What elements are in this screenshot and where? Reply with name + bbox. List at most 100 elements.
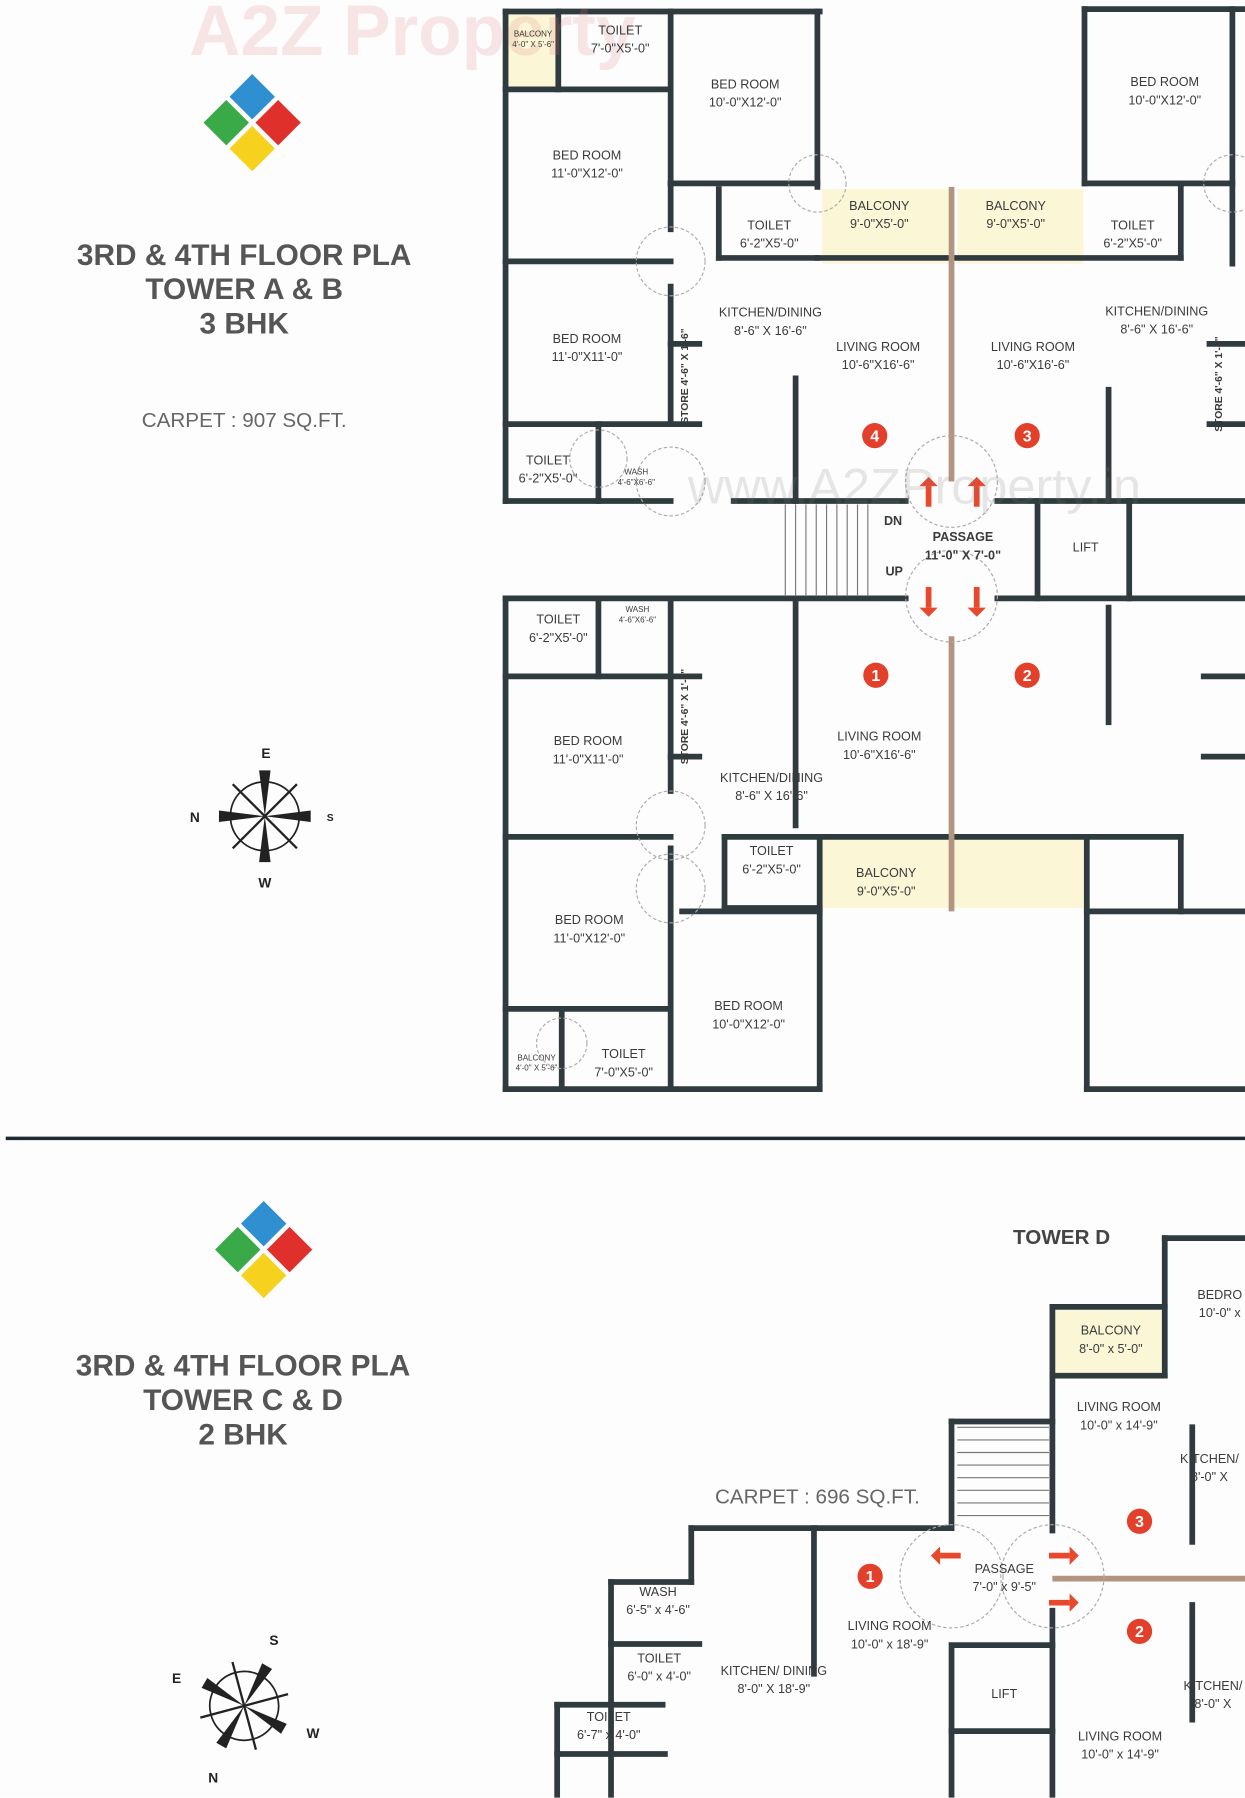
room-size: 10'-0"X12'-0" <box>708 96 782 111</box>
room-name: BED ROOM <box>1130 75 1200 90</box>
room-size: 4'-0" X 5'-6" <box>515 1065 558 1074</box>
room-size: 6'-2"X5'-0" <box>742 863 801 878</box>
room-size: 8'-6" X 16'-6" <box>735 789 808 804</box>
room-size: 4'-0" X 5'-6" <box>512 41 554 50</box>
room-label: LIFT <box>1073 539 1099 557</box>
watermark-url: www.A2ZProperty.in <box>687 458 1142 515</box>
compass-ring <box>208 1670 280 1742</box>
room-size: 8'-6" X 16'-6" <box>734 324 807 339</box>
compass-point <box>218 810 265 822</box>
room-name: PASSAGE <box>932 530 994 545</box>
room-size: 11'-0"X12'-0" <box>551 167 623 182</box>
door-swing <box>788 154 847 213</box>
carpet-area-cd: CARPET : 696 SQ.FT. <box>714 1485 920 1509</box>
compass-point <box>200 1704 245 1719</box>
title-line: TOWER A & B <box>145 271 343 307</box>
room-name: KITCHEN/DINING <box>1105 304 1209 319</box>
room-label: BALCONY 9'-0"X5'-0" <box>849 197 909 234</box>
store-label: STORE 4'-6" X 1'-6" <box>1212 336 1225 432</box>
room-name: PASSAGE <box>974 1562 1034 1577</box>
plan-title-ab: 3RD & 4TH FLOOR PLA TOWER A & B 3 BHK <box>77 237 412 340</box>
entry-arrow-head <box>919 607 938 617</box>
brand-logo <box>215 1200 313 1299</box>
room-size: 10'-0" x <box>1198 1306 1241 1321</box>
door-swing <box>899 1524 1004 1629</box>
watermark-logo: A2Z Property <box>189 0 636 72</box>
room-size: 8'-0" X 18'-9" <box>737 1682 811 1697</box>
unit-number-badge: 4 <box>862 423 888 449</box>
room-size: 4'-6"X6'-6" <box>618 616 657 625</box>
title-line: 3 BHK <box>199 306 289 341</box>
room-name: BALCONY <box>985 199 1046 214</box>
room-name: WASH <box>639 1585 677 1600</box>
room-name: LIVING ROOM <box>1078 1729 1163 1744</box>
entry-arrow-head <box>1069 1546 1079 1565</box>
room-name: LIFT <box>991 1687 1018 1702</box>
compass-rose <box>218 770 311 863</box>
door-swing <box>635 226 706 297</box>
compass-w: W <box>258 874 272 891</box>
compass-point <box>231 815 266 850</box>
room-name: LIVING ROOM <box>837 730 922 745</box>
room-size: 8'-0" x 5'-0" <box>1079 1342 1143 1357</box>
door-swing <box>635 446 706 517</box>
room-name: BED ROOM <box>710 77 780 92</box>
room-size: 10'-0" x 18'-9" <box>850 1638 929 1652</box>
room-name: BALCONY <box>513 30 553 39</box>
room-label: KITCHEN/8'-0" X <box>1183 1677 1242 1714</box>
room-name: LIVING ROOM <box>847 1619 932 1634</box>
carpet-area-ab: CARPET : 907 SQ.FT. <box>141 408 347 432</box>
room-label: KITCHEN/8'-0" X <box>1180 1450 1239 1487</box>
title-line: 3RD & 4TH FLOOR PLA <box>76 237 412 272</box>
room-name: BED ROOM <box>554 913 624 928</box>
room-size: 10'-0" x 14'-9" <box>1081 1748 1159 1763</box>
door-swing <box>1203 154 1245 213</box>
room-size: 4'-6"X6'-6" <box>617 479 655 488</box>
entry-arrow-head <box>1069 1593 1079 1612</box>
compass-point <box>231 783 266 818</box>
room-name: LIVING ROOM <box>1076 1400 1161 1415</box>
compass-point <box>264 810 311 822</box>
title-line: TOWER C & D <box>143 1382 343 1417</box>
room-name: TOILET <box>749 844 794 859</box>
room-name: KITCHEN/ <box>1180 1452 1239 1467</box>
compass-point <box>259 770 271 817</box>
compass-rose <box>200 1661 289 1751</box>
door-swing <box>535 1017 588 1070</box>
room-label: BED ROOM 11'-0"X12'-0" <box>553 911 625 948</box>
room-label: LIVING ROOM 10'-0" x 14'-9" <box>1078 1728 1162 1765</box>
balcony-fill <box>1052 1310 1165 1380</box>
unit-number-badge: 3 <box>1126 1508 1153 1534</box>
room-size: 11'-0"X12'-0" <box>553 932 626 946</box>
unit-number-badge: 1 <box>857 1563 883 1589</box>
door-swing <box>635 853 706 924</box>
room-size: 9'-0"X5'-0" <box>986 217 1046 232</box>
room-size: 10'-6"X16'-6" <box>842 748 916 763</box>
room-name: BALCONY <box>856 866 917 881</box>
compass-point <box>216 1705 245 1749</box>
room-name: LIFT <box>1072 541 1099 555</box>
room-label: LIVING ROOM 10'-0" x 18'-9" <box>848 1618 932 1655</box>
room-name: BALCONY <box>849 199 910 214</box>
balcony-fill <box>505 13 559 92</box>
room-size: 10'-0"X12'-0" <box>712 1018 785 1032</box>
brand-logo <box>203 74 301 172</box>
compass-point <box>243 1705 258 1751</box>
balcony-fill <box>957 189 1084 264</box>
room-size: 9'-0"X5'-0" <box>849 217 909 232</box>
compass-s: S <box>269 1632 279 1649</box>
unit-number-badge: 2 <box>1126 1618 1153 1644</box>
unit-number-badge: 1 <box>863 662 889 688</box>
